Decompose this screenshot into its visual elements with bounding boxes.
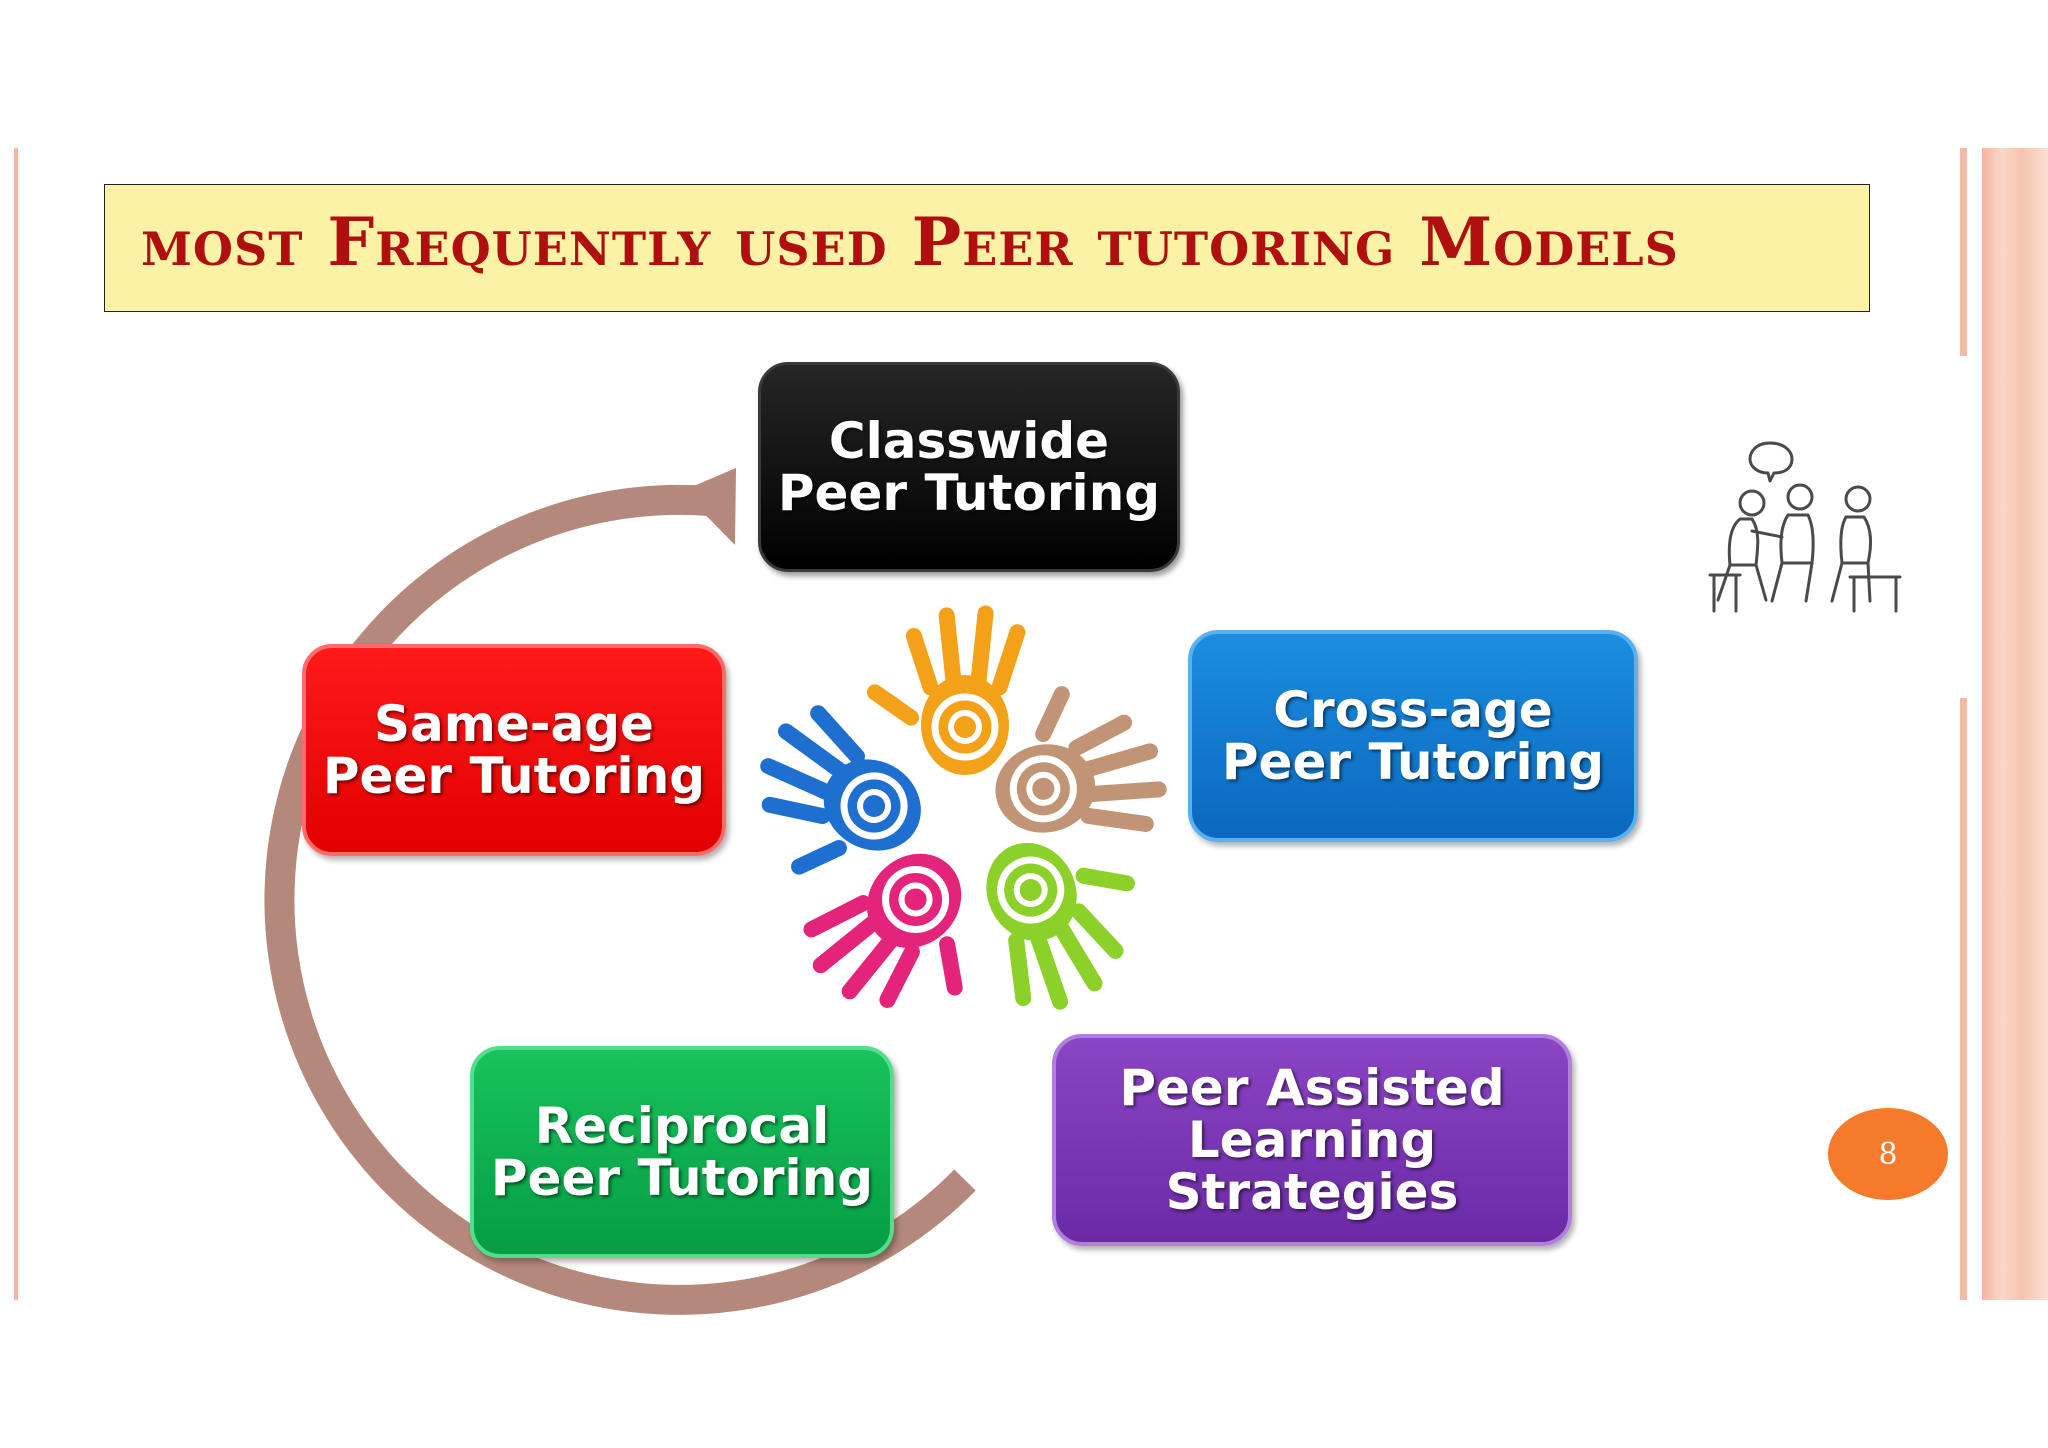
cycle-arrow	[264, 468, 976, 1315]
page-number-badge: 8	[1828, 1108, 1948, 1200]
node-cross-age-peer-tutoring: Cross-age Peer Tutoring	[1188, 630, 1638, 842]
node-peer-assisted-learning-strategies: Peer Assisted Learning Strategies	[1052, 1034, 1572, 1246]
node-reciprocal-peer-tutoring: Reciprocal Peer Tutoring	[470, 1046, 894, 1258]
right-edge-line-lower	[1960, 698, 1967, 1300]
node-label-line: Cross-age	[1273, 681, 1553, 739]
node-label-line: Strategies	[1165, 1163, 1459, 1221]
left-edge-line	[14, 148, 18, 1300]
node-label-line: Classwide	[828, 412, 1110, 470]
node-label-line: Same-age	[374, 695, 654, 753]
node-label-line: Reciprocal	[534, 1097, 830, 1155]
slide-title: most Frequently used Peer tutoring Model…	[141, 203, 1679, 281]
right-edge-line	[1960, 148, 1967, 356]
right-edge-band	[1982, 148, 2048, 1300]
people-talking-icon	[1708, 441, 1902, 613]
node-label-line: Peer Assisted	[1119, 1059, 1505, 1117]
node-label-line: Peer Tutoring	[1221, 733, 1605, 791]
node-same-age-peer-tutoring: Same-age Peer Tutoring	[302, 644, 726, 856]
node-label-line: Peer Tutoring	[322, 747, 706, 805]
node-label-line: Learning	[1187, 1111, 1437, 1169]
node-label-line: Peer Tutoring	[777, 464, 1161, 522]
colorful-hands-spiral-icon	[760, 605, 1167, 1010]
title-banner: most Frequently used Peer tutoring Model…	[104, 184, 1870, 312]
node-label-line: Peer Tutoring	[490, 1149, 874, 1207]
node-classwide-peer-tutoring: Classwide Peer Tutoring	[758, 362, 1180, 572]
